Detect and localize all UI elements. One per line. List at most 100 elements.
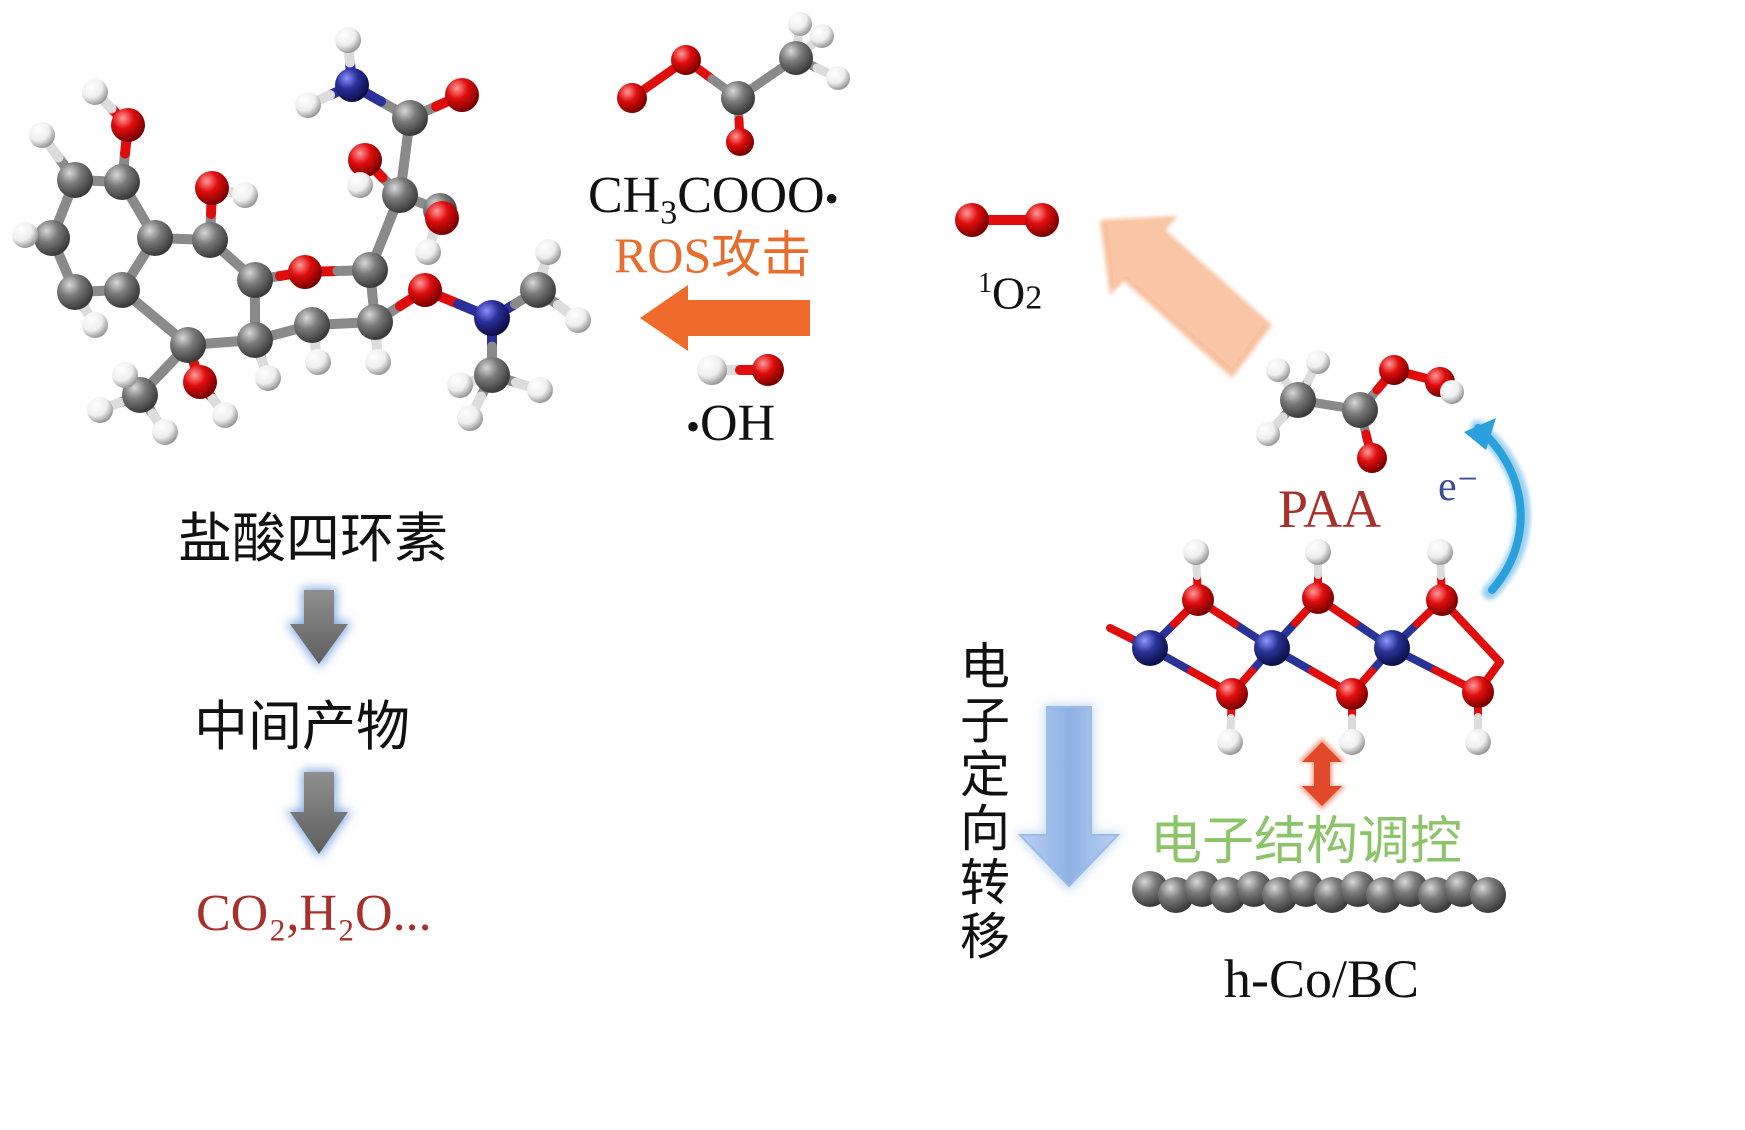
atom-o (617, 83, 647, 113)
biochar-carbon-sheet (1132, 871, 1506, 913)
atom-h (565, 307, 591, 333)
atom-c (237, 322, 273, 358)
bond (1106, 624, 1134, 642)
atom-o (955, 203, 989, 237)
hydroxyl-radical-label: •OH (686, 398, 775, 450)
tetracycline-molecule (12, 27, 591, 445)
electronic-structure-label: 电子结构调控 (1150, 812, 1463, 872)
paa-to-singlet-oxygen-arrow (1100, 216, 1272, 378)
atom-co (1374, 630, 1410, 666)
peracetyl-base: CH (588, 167, 661, 224)
atom-h (12, 222, 38, 248)
atom-h (527, 377, 553, 403)
cobalt-hydroxide-layer (1106, 539, 1504, 755)
catalyst-label: h-Co/BC (1224, 949, 1420, 1009)
tetracycline-label: 盐酸四环素 (178, 507, 448, 570)
atom-h (1465, 729, 1491, 755)
singlet-oxygen-label: 1O2 (978, 270, 1042, 316)
atom-o (288, 255, 322, 289)
atom-c (237, 262, 273, 298)
atom-o (195, 171, 229, 205)
atom-h (1427, 539, 1453, 565)
atom-o (111, 108, 145, 142)
atom-o (425, 201, 459, 235)
atom-h (152, 419, 178, 445)
atom-h (255, 365, 281, 391)
singlet-oxygen-sub: 2 (1025, 279, 1043, 317)
atom-o (348, 143, 382, 177)
atom-o (1302, 582, 1334, 614)
atom-h (347, 172, 373, 198)
atom-n (474, 300, 510, 336)
atom-c (192, 222, 228, 258)
final-products-label: CO₂,H₂O... (196, 885, 432, 942)
atom-h (697, 355, 727, 385)
atom-c (1470, 877, 1506, 913)
atom-co (1254, 630, 1290, 666)
atom-o (408, 273, 442, 307)
atom-c (520, 272, 556, 308)
atom-o (752, 354, 784, 386)
bond (1467, 627, 1504, 666)
atom-h (415, 239, 441, 265)
atom-c (34, 220, 70, 256)
electron-label: e⁻ (1438, 464, 1479, 510)
atom-c (57, 162, 93, 198)
atom-h (1339, 729, 1365, 755)
paa-label: PAA (1278, 479, 1382, 539)
peracetyl-sub: 3 (660, 194, 678, 232)
electron-transfer-label: 电子定向转移 (952, 640, 1010, 964)
peracetyl-radical-dot: • (824, 176, 839, 221)
atom-c (382, 177, 418, 213)
atom-h (1306, 350, 1330, 374)
atom-h (232, 182, 258, 208)
atom-h (82, 312, 108, 338)
atom-h (447, 372, 473, 398)
atom-h (112, 362, 138, 388)
atom-co (1132, 630, 1168, 666)
atom-o (1025, 203, 1059, 237)
atom-h (1183, 539, 1209, 565)
singlet-oxygen-base: O (992, 267, 1026, 319)
down-arrow-to-products (286, 770, 352, 858)
atom-h (810, 24, 834, 48)
atom-o (1357, 443, 1387, 473)
atom-c (1280, 382, 1316, 418)
atom-h (1256, 422, 1280, 446)
atom-o (1426, 584, 1458, 616)
peracetyl-radical-label: CH3COOO• (588, 170, 839, 230)
atom-o (726, 128, 754, 156)
atom-o (445, 78, 479, 112)
atom-c (1342, 392, 1378, 428)
atom-o (1216, 678, 1248, 710)
atom-h (305, 349, 331, 375)
atom-c (352, 252, 388, 288)
atom-h (82, 79, 108, 105)
atom-c (57, 274, 93, 310)
atom-h (788, 12, 812, 36)
atom-h (29, 122, 55, 148)
atom-h (457, 405, 483, 431)
atom-c (137, 220, 173, 256)
ros-attack-label: ROS攻击 (614, 227, 812, 283)
hydroxyl-radical-molecule (697, 354, 784, 386)
atom-o (671, 45, 701, 75)
atom-c (357, 304, 393, 340)
atom-h (295, 92, 321, 118)
atom-c (779, 41, 813, 75)
atom-h (1305, 539, 1331, 565)
singlet-oxygen-molecule (955, 203, 1059, 237)
atom-h (1217, 729, 1243, 755)
atom-o (1182, 584, 1214, 616)
paa-molecule (1256, 350, 1464, 473)
atom-c (721, 81, 755, 115)
atom-c (474, 357, 510, 393)
hydroxyl-base: OH (700, 395, 776, 452)
electron-arc-arrow (1464, 418, 1531, 600)
singlet-oxygen-sup: 1 (978, 268, 992, 299)
atom-n (335, 68, 369, 102)
peracetyl-radical-molecule (617, 12, 850, 156)
ros-attack-arrow (640, 285, 810, 351)
atom-c (104, 164, 140, 200)
